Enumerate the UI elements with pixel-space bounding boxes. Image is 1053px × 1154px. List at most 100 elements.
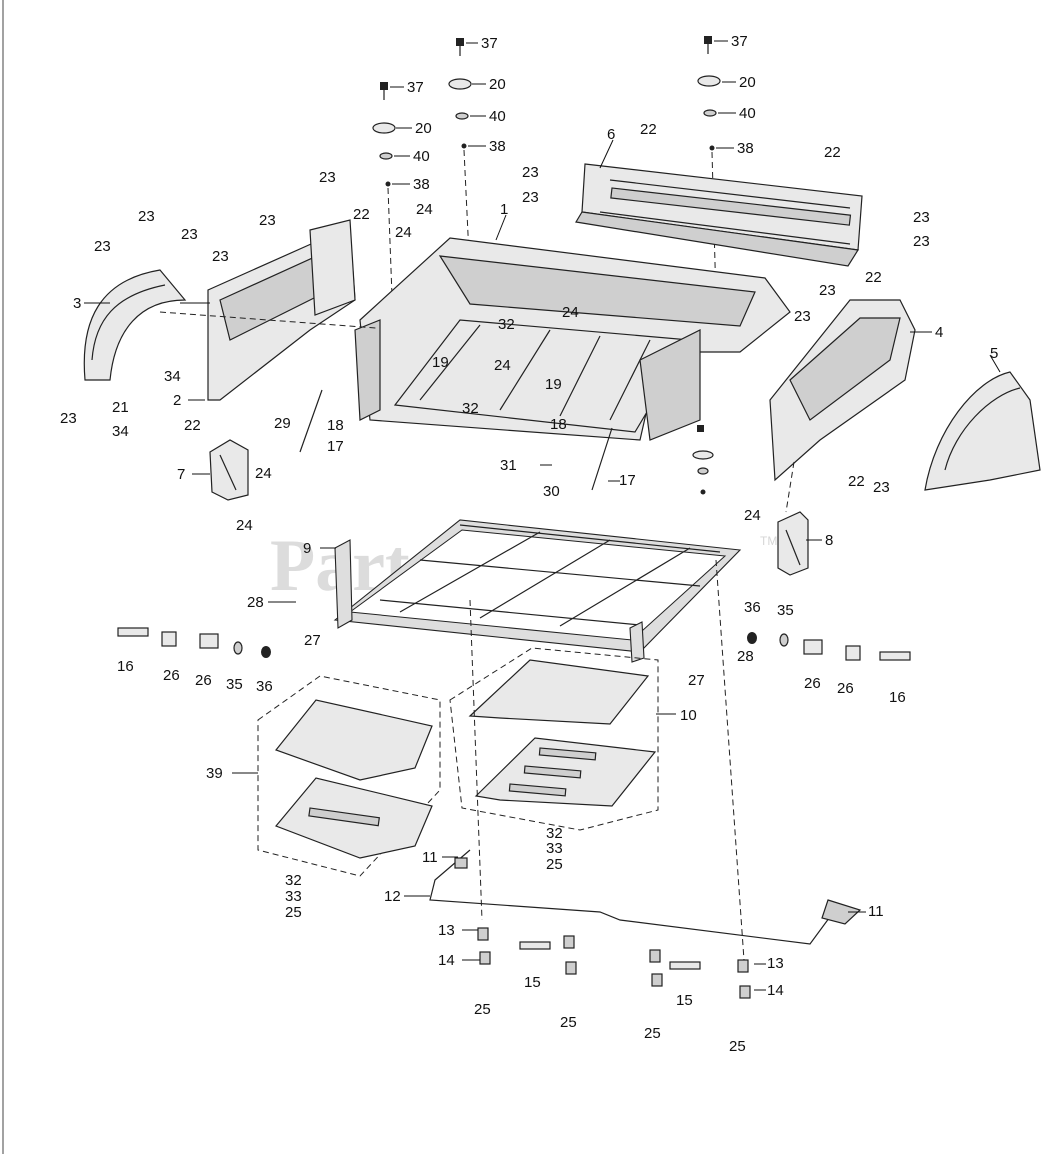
callout-23: 23 [94,238,111,255]
bed-frame [333,519,742,663]
callout-18: 18 [550,416,567,433]
callout-13: 13 [438,922,455,939]
callout-26: 26 [837,680,854,697]
callout-3: 3 [73,295,81,312]
mat-set-39 [257,675,441,877]
callout-25: 25 [729,1038,746,1055]
callout-35: 35 [226,676,243,693]
callout-1: 1 [500,201,508,218]
callout-15: 15 [676,992,693,1009]
callout-24: 24 [236,517,253,534]
callout-23: 23 [60,410,77,427]
callout-24: 24 [744,507,761,524]
callout-20: 20 [415,120,432,137]
callout-32: 32 [285,872,302,889]
latch-rod-assembly [429,849,862,945]
callout-25: 25 [560,1014,577,1031]
fender-liner-left [83,269,187,381]
callout-24: 24 [494,357,511,374]
callout-37: 37 [407,79,424,96]
hardware-stack-right [697,36,721,301]
callout-17: 17 [327,438,344,455]
callout-24: 24 [255,465,272,482]
fender-right [924,371,1041,491]
hardware-stack-lower-right [692,425,714,495]
callout-34: 34 [112,423,129,440]
callout-26: 26 [163,667,180,684]
latch-hardware [477,927,751,999]
callout-14: 14 [438,952,455,969]
callout-27: 27 [688,672,705,689]
callout-23: 23 [259,212,276,229]
callout-33: 33 [285,888,302,905]
callout-23: 23 [181,226,198,243]
support-rods [299,389,613,491]
callout-37: 37 [481,35,498,52]
callout-25: 25 [285,904,302,921]
callout-23: 23 [913,209,930,226]
callout-23: 23 [913,233,930,250]
callout-40: 40 [413,148,430,165]
callout-10: 10 [680,707,697,724]
callout-2: 2 [173,392,181,409]
callout-7: 7 [177,466,185,483]
callout-36: 36 [744,599,761,616]
callout-40: 40 [739,105,756,122]
bracket-left [209,439,249,501]
callout-4: 4 [935,324,943,341]
pivot-hardware-right [747,632,911,661]
callout-19: 19 [432,354,449,371]
callout-37: 37 [731,33,748,50]
leader-lines [84,40,1001,991]
callout-38: 38 [489,138,506,155]
callout-23: 23 [873,479,890,496]
cargo-box [354,237,791,441]
callout-18: 18 [327,417,344,434]
callout-32: 32 [462,400,479,417]
callout-34: 34 [164,368,181,385]
callout-23: 23 [319,169,336,186]
callout-24: 24 [395,224,412,241]
callout-11: 11 [868,903,884,920]
callout-26: 26 [804,675,821,692]
callout-38: 38 [413,176,430,193]
callout-25: 25 [644,1025,661,1042]
callout-11: 11 [422,849,438,866]
watermark-trademark: TM [760,534,777,548]
callout-20: 20 [739,74,756,91]
callout-5: 5 [990,345,998,362]
callout-24: 24 [416,201,433,218]
assembly-guide-lines [159,311,795,961]
callout-6: 6 [607,126,615,143]
callout-8: 8 [825,532,833,549]
callout-23: 23 [138,208,155,225]
callout-23: 23 [522,164,539,181]
tailgate [575,163,863,267]
inner-panel-left [207,219,356,401]
callout-15: 15 [524,974,541,991]
callout-17: 17 [619,472,636,489]
callout-20: 20 [489,76,506,93]
callout-40: 40 [489,108,506,125]
callout-39: 39 [206,765,223,782]
callout-23: 23 [794,308,811,325]
inner-panel-right [769,299,916,482]
bracket-right [777,511,809,576]
callout-32: 32 [498,316,515,333]
callout-27: 27 [304,632,321,649]
callout-14: 14 [767,982,784,999]
callout-22: 22 [640,121,657,138]
hardware-stack-left [372,82,396,297]
callout-33: 33 [546,840,563,857]
callout-23: 23 [819,282,836,299]
callout-23: 23 [522,189,539,206]
callout-31: 31 [500,457,517,474]
callout-12: 12 [384,888,401,905]
callout-13: 13 [767,955,784,972]
callout-19: 19 [545,376,562,393]
callout-21: 21 [112,399,129,416]
callout-9: 9 [303,540,311,557]
callout-25: 25 [474,1001,491,1018]
callout-22: 22 [865,269,882,286]
